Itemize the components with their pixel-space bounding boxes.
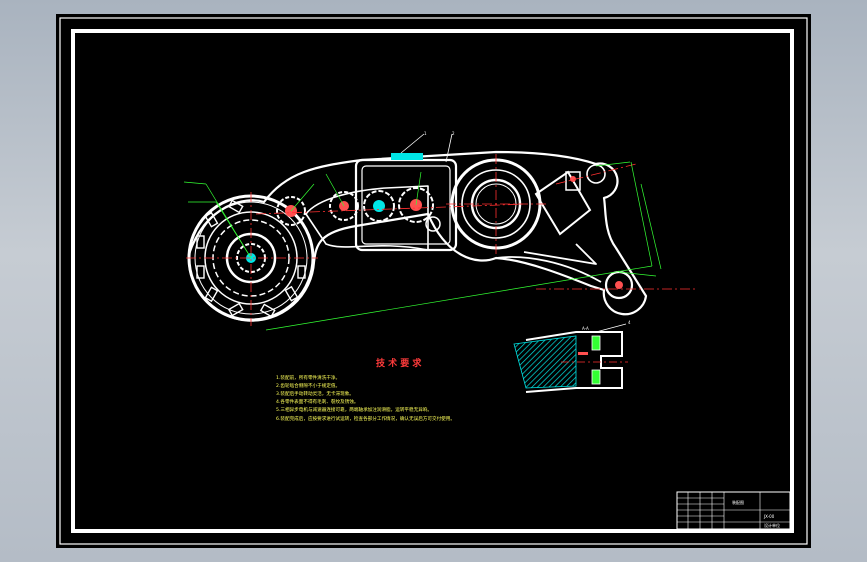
technical-requirements: 技 术 要 求 1.装配前，所有零件清洗干净。 2.齿轮啮合侧隙不小于规定值。 … xyxy=(276,357,455,422)
note-1: 1.装配前，所有零件清洗干净。 xyxy=(276,374,340,381)
note-3: 3.装配后手动转动灵活，无卡滞现象。 xyxy=(276,390,354,397)
arm-outer-outline xyxy=(187,150,648,322)
section-view-fork: A-A xyxy=(513,326,628,393)
leader-label-4: 4 xyxy=(628,320,631,325)
dimension-lines xyxy=(183,161,662,331)
title-block-company: 设计单位 xyxy=(764,522,780,528)
note-2: 2.齿轮啮合侧隙不小于规定值。 xyxy=(276,382,340,389)
gearbox-inner xyxy=(361,165,451,245)
arm-lower-link xyxy=(495,243,602,283)
title-block xyxy=(676,491,791,530)
note-5: 5.三相异步电机与减速器连接可靠，两端轴承加注润滑脂，运转平稳无异响。 xyxy=(276,406,432,413)
drawing-canvas: 1 2 4 A-A 技 术 要 求 1.装配前，所有零件清洗干净。 2.齿轮啮合… xyxy=(56,14,811,548)
leader-lines xyxy=(400,133,627,333)
leader-label-1: 1 xyxy=(424,131,427,136)
title-block-number: JX-00 xyxy=(763,514,775,519)
inner-frame xyxy=(71,29,794,533)
cad-drawing: 1 2 4 A-A 技 术 要 求 1.装配前，所有零件清洗干净。 2.齿轮啮合… xyxy=(59,17,808,545)
centerlines xyxy=(186,154,696,326)
leader-label-2: 2 xyxy=(452,131,455,136)
note-4: 4.各零件表面不得有毛刺、裂纹及锈蚀。 xyxy=(276,398,358,405)
title-block-name: 装配图 xyxy=(732,499,744,505)
cover-plate-hatch xyxy=(391,153,423,160)
arm-assembly xyxy=(187,150,648,322)
notes-title: 技 术 要 求 xyxy=(376,357,422,369)
outer-frame xyxy=(59,17,808,545)
gear-train xyxy=(276,158,634,300)
section-label: A-A xyxy=(582,326,589,331)
note-6: 6.装配完成后，应按要求进行试运转，检查各部分工作情况，确认无误后方可交付使用。 xyxy=(276,415,455,422)
